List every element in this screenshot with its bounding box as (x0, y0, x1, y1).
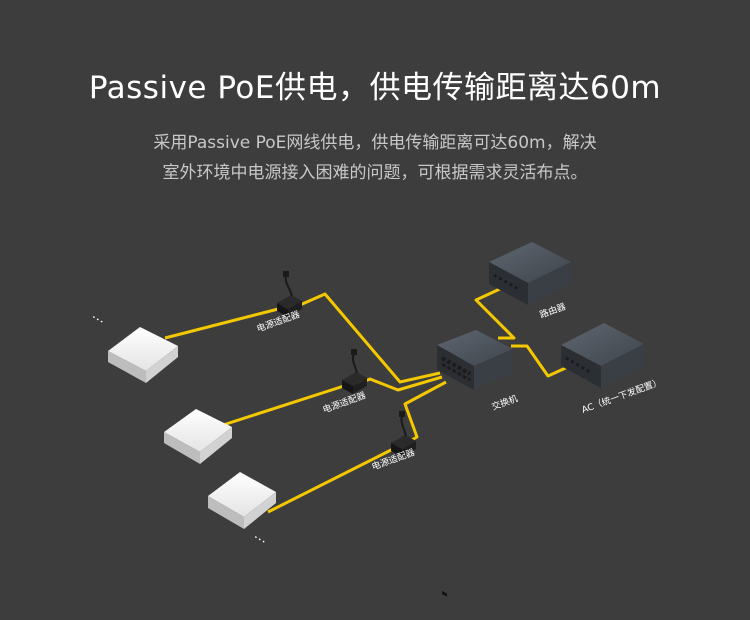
access-point-1 (108, 327, 178, 383)
label-adapter-2: 电源适配器 (321, 389, 367, 416)
cable-adapter1-switch (299, 292, 441, 384)
access-point-2 (164, 409, 232, 464)
power-adapter-1 (277, 271, 302, 317)
access-point-3 (208, 472, 276, 529)
cable-switch-router (474, 286, 516, 340)
router-device (489, 242, 571, 305)
description-line-1: 采用Passive PoE网线供电，供电传输距离可达60m，解决 (153, 133, 597, 153)
label-switch: 交换机 (490, 392, 519, 413)
cable-switch-ac (511, 344, 571, 378)
cable-ap1-adapter1 (164, 304, 291, 340)
cable-ap3-adapter3 (267, 446, 396, 514)
cable-ap2-adapter2 (222, 383, 348, 427)
ellipsis-top: ⋮ (88, 310, 107, 329)
cable-adapter3-switch (403, 380, 447, 446)
switch-device (437, 330, 513, 597)
page-description: 采用Passive PoE网线供电，供电传输距离可达60m，解决 室外环境中电源… (0, 128, 750, 188)
power-adapter-3 (391, 411, 416, 457)
cable-group (164, 286, 571, 514)
page-title: Passive PoE供电，供电传输距离达60m (88, 70, 662, 106)
ellipsis-bottom: ⋮ (250, 530, 269, 549)
description-line-2: 室外环境中电源接入困难的问题，可根据需求灵活布点。 (162, 163, 588, 183)
power-adapter-2 (342, 349, 367, 394)
label-router: 路由器 (538, 300, 567, 321)
ac-device (561, 323, 644, 388)
